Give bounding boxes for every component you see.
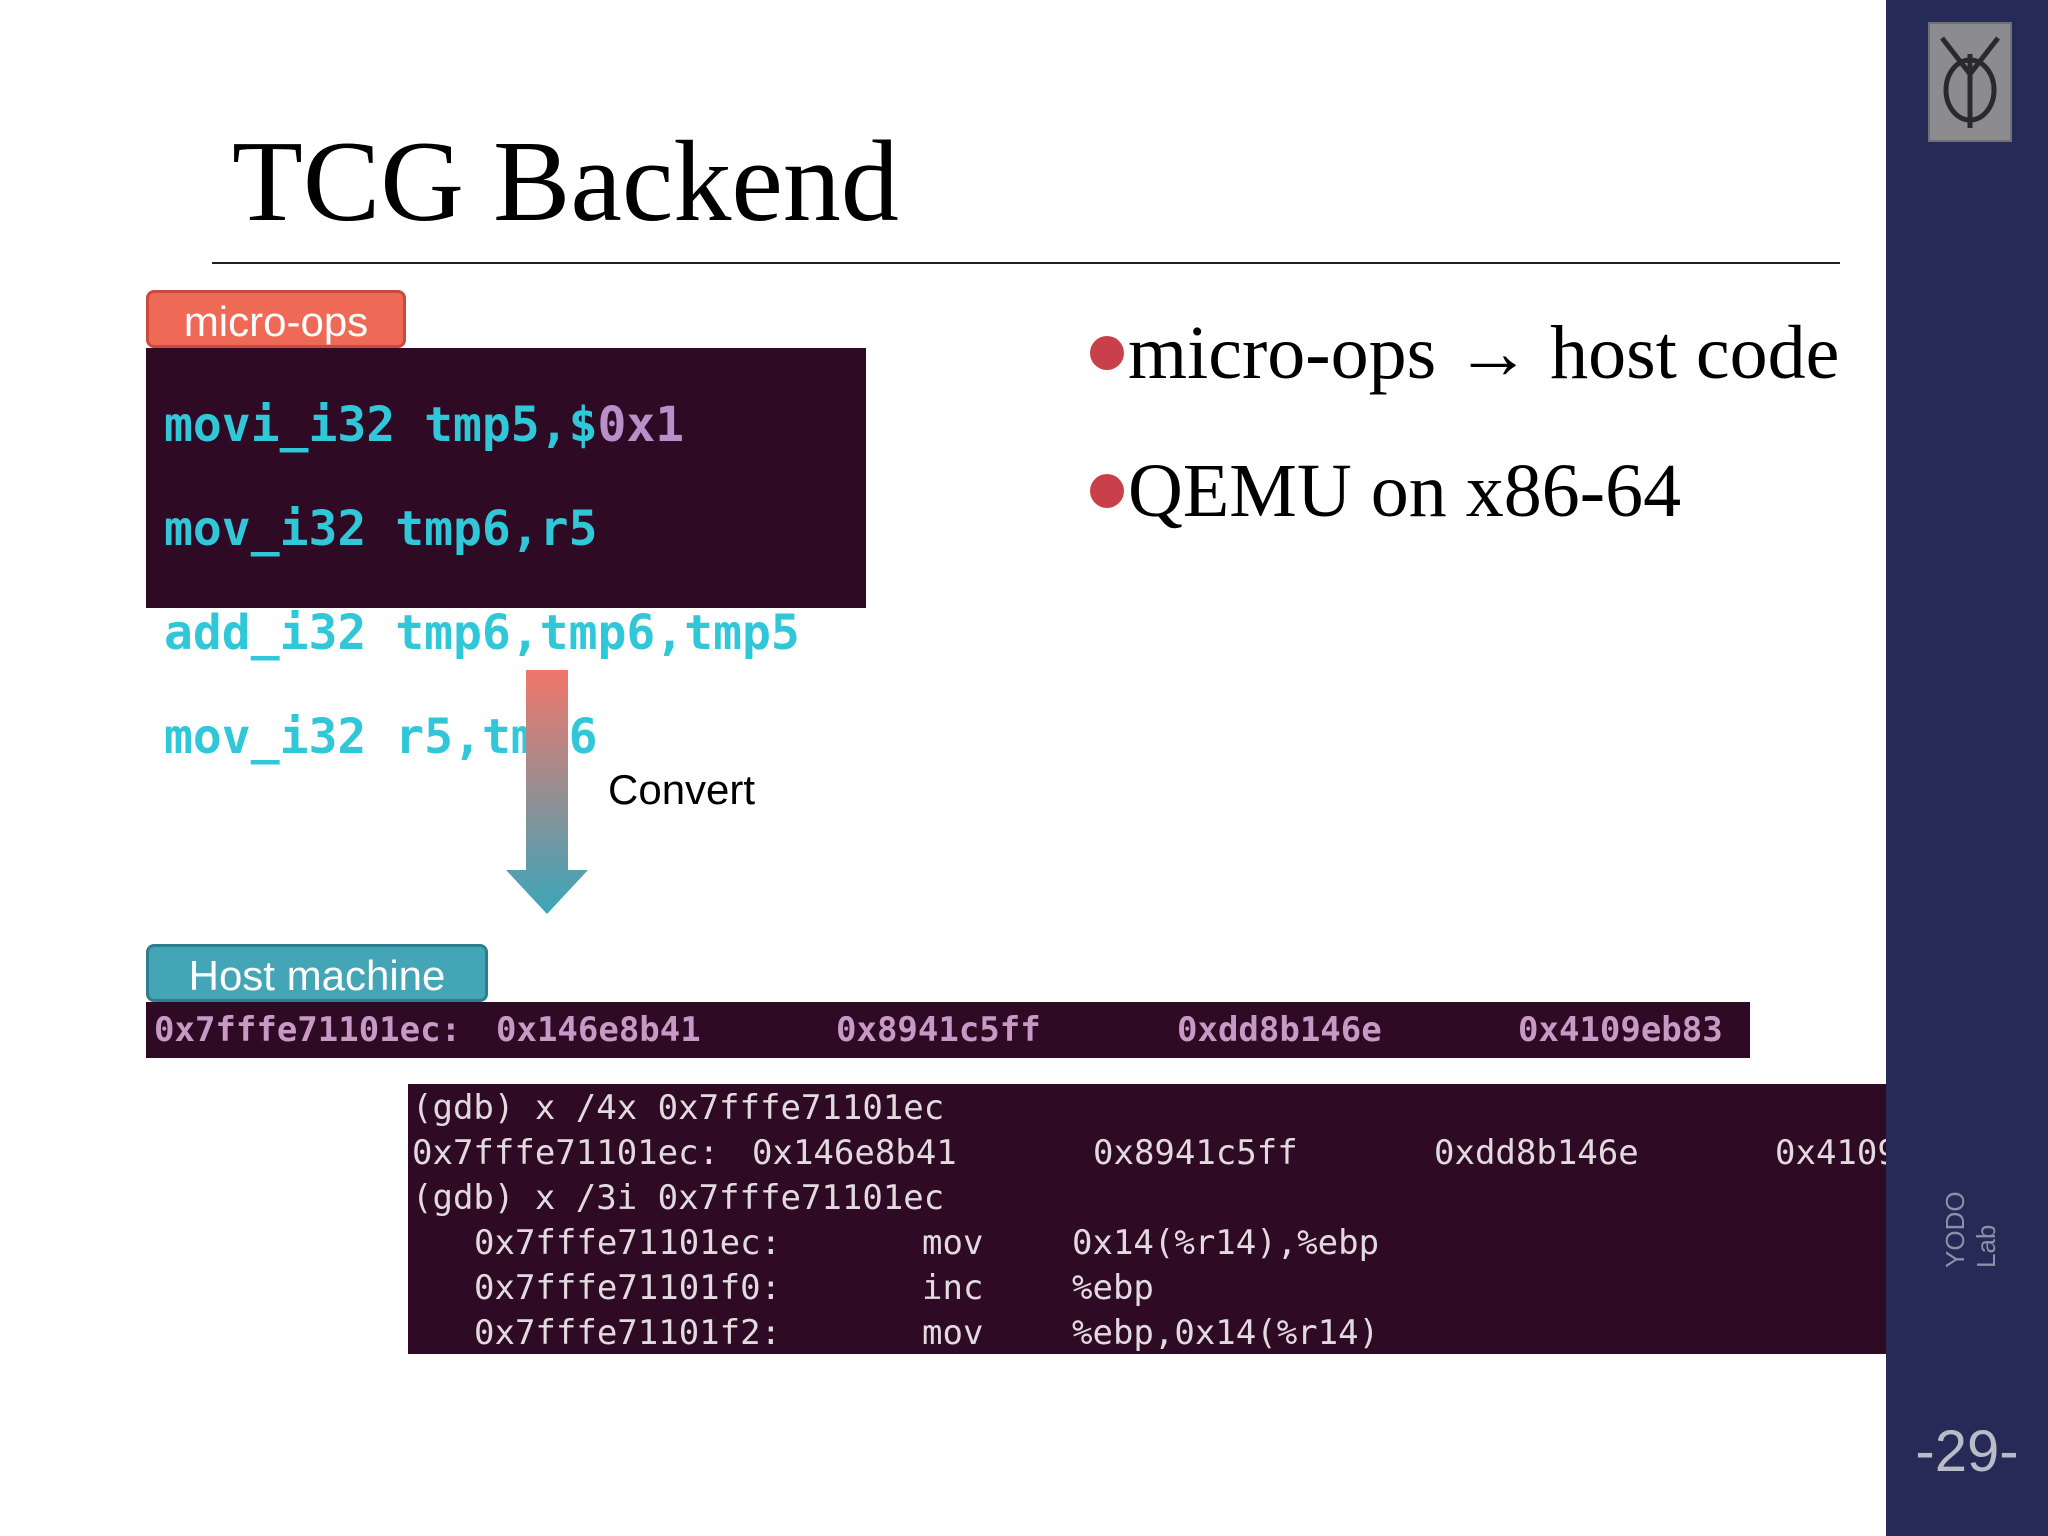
micro-op-text: movi_i32 tmp5,$ — [164, 397, 598, 453]
bullet-dot-icon — [1090, 336, 1124, 370]
host-word: 0x146e8b41 — [496, 1010, 701, 1050]
instr-address: 0x7fffe71101ec: — [474, 1223, 782, 1263]
bullet-dot-icon — [1090, 474, 1124, 508]
gdb-word: 0x8941c5ff — [1093, 1133, 1298, 1173]
logo-emblem-icon — [1940, 36, 2000, 128]
micro-op-text: mov_i32 tmp6,r5 — [164, 501, 598, 557]
instr-opcode: inc — [922, 1268, 984, 1308]
convert-label: Convert — [608, 766, 756, 813]
watermark: YODO Lab — [1940, 1191, 2001, 1268]
slide-title: TCG Backend — [232, 118, 899, 246]
lab-logo — [1928, 22, 2012, 142]
host-address: 0x7fffe71101ec: — [154, 1010, 462, 1050]
host-word: 0xdd8b146e — [1177, 1010, 1382, 1050]
micro-op-immediate: 0x1 — [597, 397, 685, 453]
host-word: 0x8941c5ff — [836, 1010, 1041, 1050]
instr-operands: %ebp — [1072, 1268, 1154, 1308]
host-machine-tag: Host machine — [146, 944, 488, 1002]
page-number: -29- — [1915, 1419, 2019, 1484]
bullet-text: micro-ops → host code — [1128, 311, 1840, 395]
gdb-command: (gdb) x /4x 0x7fffe71101ec — [412, 1088, 945, 1128]
instr-address: 0x7fffe71101f0: — [474, 1268, 782, 1308]
down-arrow-icon — [506, 670, 588, 914]
host-machine-code-row: 0x7fffe71101ec: 0x146e8b41 0x8941c5ff 0x… — [146, 1002, 1750, 1058]
micro-ops-tag: micro-ops — [146, 290, 406, 348]
gdb-word: 0x146e8b41 — [752, 1133, 957, 1173]
micro-op-line: mov_i32 tmp6,r5 — [164, 496, 848, 562]
instr-address: 0x7fffe71101f2: — [474, 1313, 782, 1353]
sidebar: -29- — [1886, 0, 2048, 1536]
title-divider — [212, 262, 1840, 264]
gdb-command: (gdb) x /3i 0x7fffe71101ec — [412, 1178, 945, 1218]
micro-op-line: add_i32 tmp6,tmp6,tmp5 — [164, 600, 848, 666]
gdb-word: 0xdd8b146e — [1434, 1133, 1639, 1173]
gdb-address: 0x7fffe71101ec: — [412, 1133, 720, 1173]
instr-opcode: mov — [922, 1223, 984, 1263]
instr-operands: 0x14(%r14),%ebp — [1072, 1223, 1380, 1263]
bullet-text: QEMU on x86-64 — [1128, 449, 1682, 533]
gdb-terminal: (gdb) x /4x 0x7fffe71101ec 0x7fffe71101e… — [408, 1084, 1992, 1354]
instr-operands: %ebp,0x14(%r14) — [1072, 1313, 1380, 1353]
micro-op-text: add_i32 tmp6,tmp6,tmp5 — [164, 605, 800, 661]
host-word: 0x4109eb83 — [1518, 1010, 1723, 1050]
bullet-item: QEMU on x86-64 — [1090, 448, 1681, 535]
micro-ops-code-block: movi_i32 tmp5,$0x1 mov_i32 tmp6,r5 add_i… — [146, 348, 866, 765]
instr-opcode: mov — [922, 1313, 984, 1353]
bullet-item: micro-ops → host code — [1090, 310, 1839, 397]
micro-op-line: movi_i32 tmp5,$0x1 — [164, 392, 848, 458]
